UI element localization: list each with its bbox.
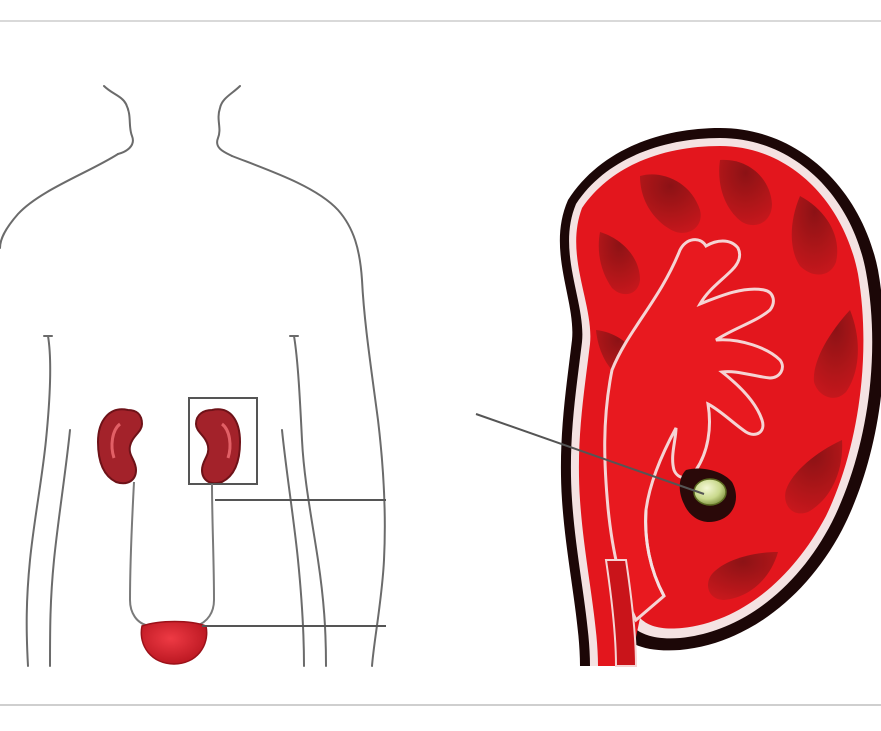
ureter-lines (130, 482, 214, 626)
kidney-icon (196, 409, 240, 483)
human-torso-outline-icon (0, 86, 385, 666)
kidney-icon (98, 409, 142, 483)
bladder-icon (141, 622, 206, 665)
kidney-cross-section-icon (560, 128, 881, 666)
